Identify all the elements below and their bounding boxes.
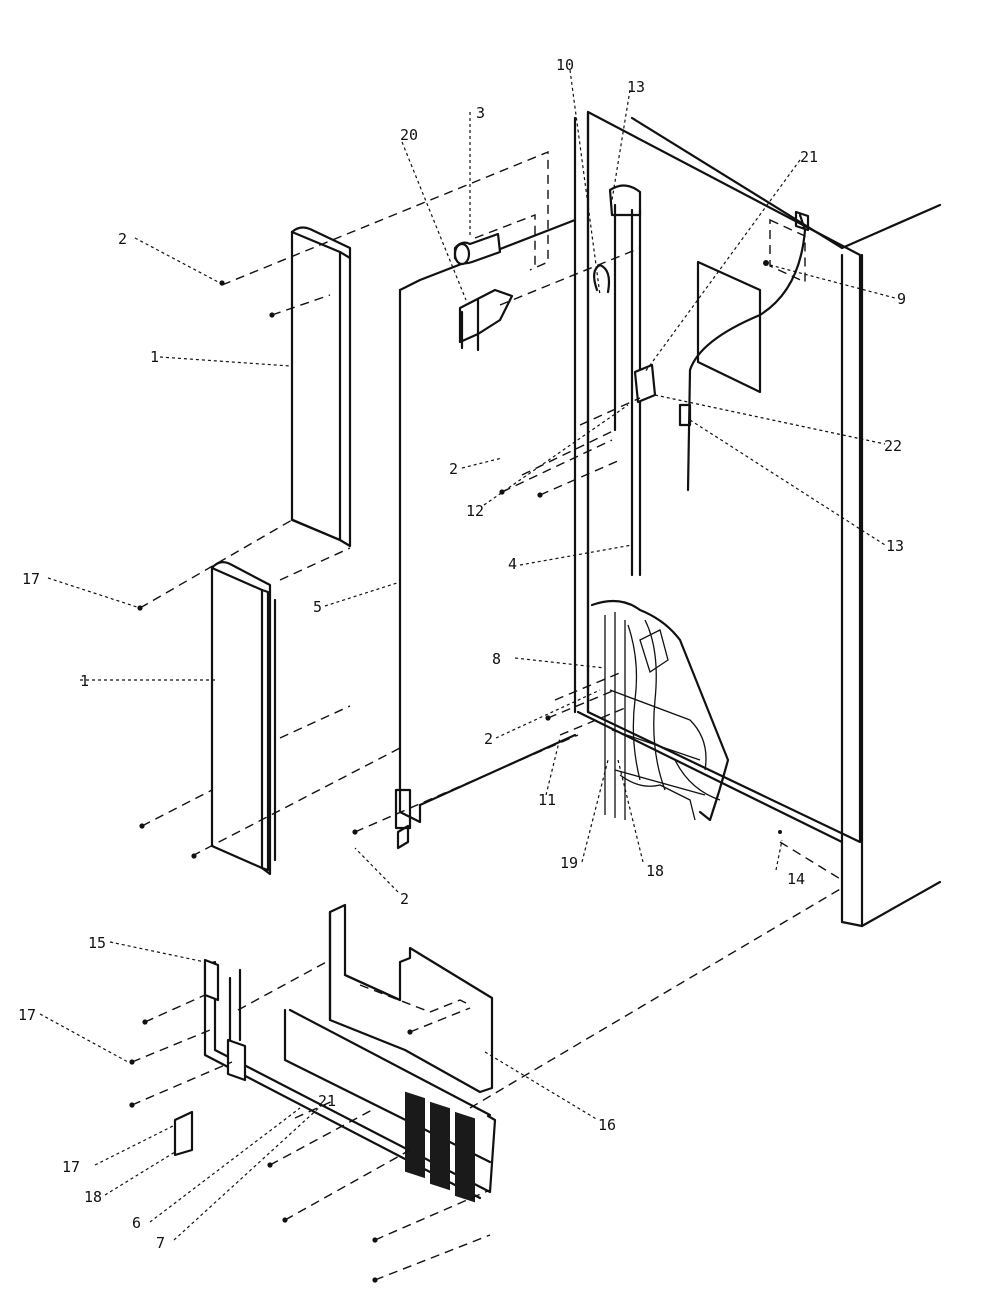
- callout-17: 17: [18, 1006, 36, 1024]
- callout-13: 13: [886, 537, 904, 555]
- callout-14: 14: [787, 870, 805, 888]
- callout-1: 1: [80, 672, 89, 690]
- callout-17: 17: [22, 570, 40, 588]
- callout-labels: 10 13 3 20 21 9 2 1 22 2 12 13 4 17 5 1 …: [18, 56, 906, 1252]
- callout-20: 20: [400, 126, 418, 144]
- callout-2: 2: [400, 890, 409, 908]
- assembly-lines: [131, 150, 843, 1281]
- hinge-parts: [453, 232, 514, 352]
- callout-1: 1: [150, 348, 159, 366]
- callout-17: 17: [62, 1158, 80, 1176]
- callout-15: 15: [88, 934, 106, 952]
- callout-2: 2: [118, 230, 127, 248]
- callout-10: 10: [556, 56, 574, 74]
- bottom-assembly: [173, 903, 497, 1203]
- callout-5: 5: [313, 598, 322, 616]
- screws: [129, 280, 551, 1283]
- cabinet-body: [573, 110, 942, 928]
- callout-12: 12: [466, 502, 484, 520]
- callout-2: 2: [484, 730, 493, 748]
- callout-19: 19: [560, 854, 578, 872]
- callout-6: 6: [132, 1214, 141, 1232]
- callout-2: 2: [449, 460, 458, 478]
- trim-panel-upper: [290, 226, 352, 548]
- callout-3: 3: [476, 104, 485, 122]
- callout-11: 11: [538, 791, 556, 809]
- callout-18: 18: [646, 862, 664, 880]
- callout-4: 4: [508, 555, 517, 573]
- callout-16: 16: [598, 1116, 616, 1134]
- callout-22: 22: [884, 437, 902, 455]
- callout-21: 21: [800, 148, 818, 166]
- callout-18: 18: [84, 1188, 102, 1206]
- callout-9: 9: [897, 290, 906, 308]
- callout-7: 7: [156, 1234, 165, 1252]
- callout-21: 21: [318, 1092, 336, 1110]
- callout-leaders: [39, 69, 896, 1241]
- callout-13: 13: [627, 78, 645, 96]
- callout-8: 8: [492, 650, 501, 668]
- trim-panel-lower: [210, 561, 277, 876]
